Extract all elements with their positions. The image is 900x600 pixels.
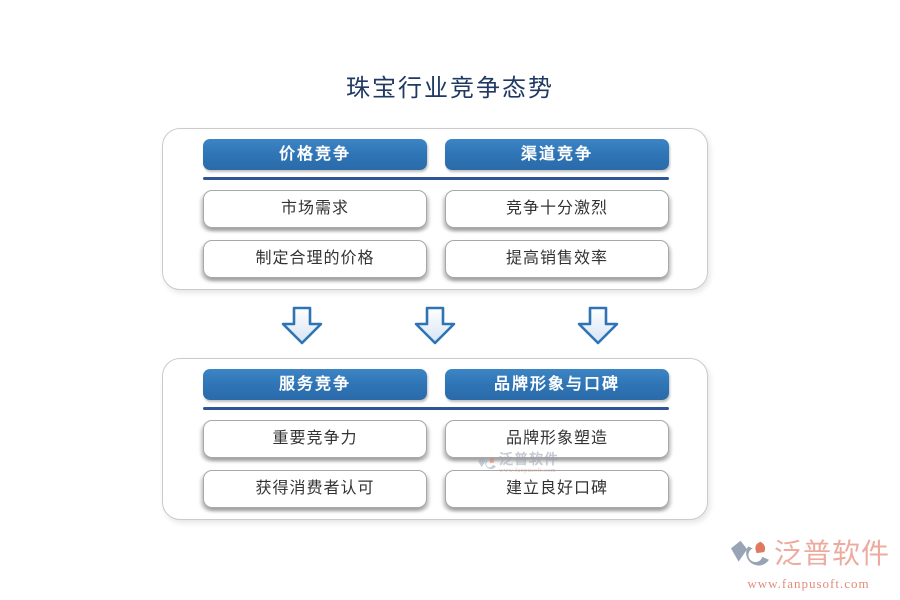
header-service-competition: 服务竞争: [203, 369, 427, 400]
down-arrow-icon: [414, 306, 456, 345]
item-box: 市场需求: [203, 190, 427, 228]
item-box: 提高销售效率: [445, 240, 669, 278]
diagram-title: 珠宝行业竞争态势: [346, 76, 554, 102]
panel-top: 价格竞争 渠道竞争 市场需求 竞争十分激烈 制定合理的价格 提高销售效率: [162, 128, 708, 290]
watermark-url-text: www.fanpusoft.com: [499, 468, 557, 474]
item-box: 品牌形象塑造: [445, 420, 669, 458]
brand-name-text: 泛普软件: [773, 539, 890, 570]
watermark-brand-text: 泛普软件: [499, 453, 559, 468]
inline-watermark: 泛普软件 www.fanpusoft.com: [477, 454, 559, 474]
brand-url-text: www.fanpusoft.com: [747, 576, 870, 591]
item-box: 竞争十分激烈: [445, 190, 669, 228]
brand-watermark: 泛普软件 www.fanpusoft.com: [727, 536, 890, 592]
item-box: 获得消费者认可: [203, 470, 427, 508]
down-arrow-icon: [577, 306, 619, 345]
fanpusoft-logo-icon: [730, 540, 769, 566]
header-brand-reputation: 品牌形象与口碑: [445, 369, 669, 400]
panel-bottom: 服务竞争 品牌形象与口碑 重要竞争力 品牌形象塑造 获得消费者认可 建立良好口碑: [162, 358, 708, 520]
header-price-competition: 价格竞争: [203, 139, 427, 170]
header-underline: [203, 177, 669, 180]
down-arrow-icon: [281, 306, 323, 345]
header-underline: [203, 407, 669, 410]
fanpusoft-logo-icon: [478, 457, 496, 469]
header-channel-competition: 渠道竞争: [445, 139, 669, 170]
item-box: 建立良好口碑: [445, 470, 669, 508]
item-box: 重要竞争力: [203, 420, 427, 458]
item-box: 制定合理的价格: [203, 240, 427, 278]
